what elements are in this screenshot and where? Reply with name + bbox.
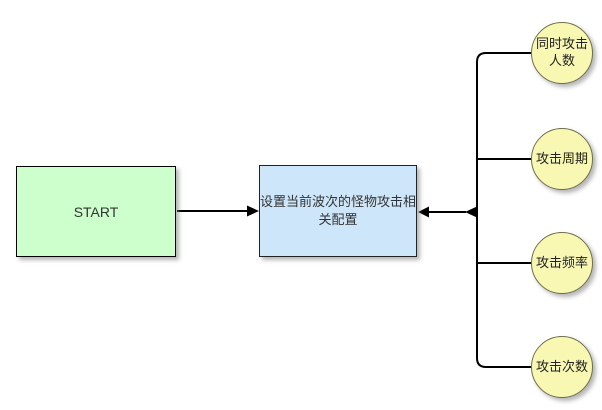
- node-process-attack-config: 设置当前波次的怪物攻击相关配置: [259, 165, 417, 257]
- node-circle-attack-cycle: 攻击周期: [531, 128, 593, 190]
- node-circle-attack-count: 攻击次数: [531, 336, 593, 398]
- edge-spine-circles: [476, 52, 531, 368]
- node-circle-simultaneous-attackers: 同时攻击人数: [531, 22, 593, 84]
- node-circle-attack-frequency: 攻击频率: [531, 232, 593, 294]
- circle-label: 攻击周期: [535, 150, 588, 166]
- circle-label: 攻击频率: [535, 254, 588, 270]
- arrowhead-into-process-right: [418, 206, 429, 218]
- node-process-label: 设置当前波次的怪物攻击相关配置: [260, 194, 417, 227]
- circle-label: 同时攻击人数: [535, 36, 588, 68]
- circle-label: 攻击次数: [535, 358, 588, 374]
- arrowhead-into-process-left: [247, 205, 259, 217]
- junction-merge-triangle: [465, 206, 478, 218]
- node-start-label: START: [73, 203, 119, 220]
- node-start: START: [16, 166, 176, 257]
